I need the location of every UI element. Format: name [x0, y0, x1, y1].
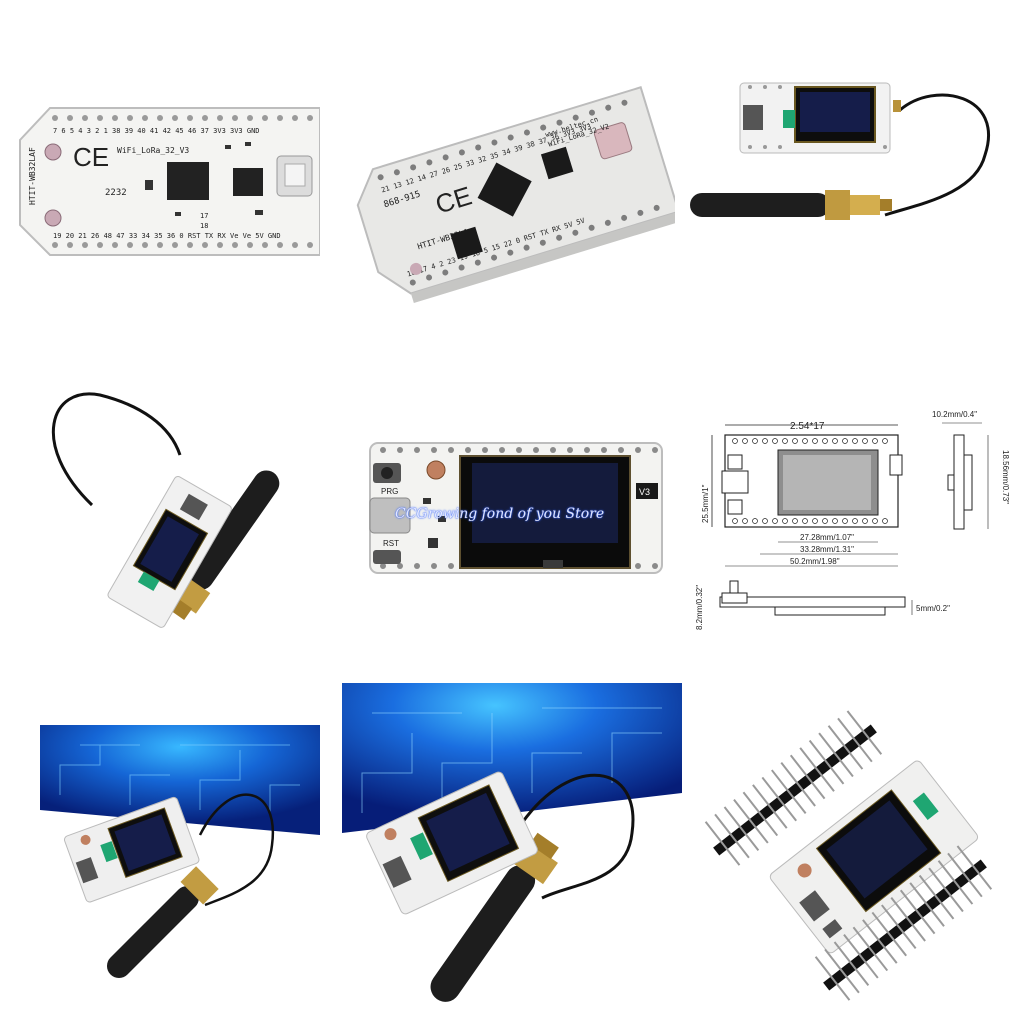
side-pin-17: 17	[200, 212, 208, 220]
side-gap-label: 8.2mm/0.32"	[695, 585, 704, 630]
prg-label: PRG	[381, 487, 398, 496]
product-label: WiFi_LoRa_32_V3	[117, 146, 189, 155]
screen-width-label: 27.28mm/1.07"	[800, 533, 854, 542]
rst-label: RST	[383, 539, 399, 548]
photo-blue-background-1	[40, 725, 320, 985]
ce-mark: CE	[73, 142, 109, 172]
code-label: 2232	[105, 188, 127, 198]
pcb-gap-label: 5mm/0.2"	[916, 604, 950, 613]
store-watermark: CCGrowing fond of you Store	[395, 506, 605, 522]
pitch-label: 2.54*17	[790, 421, 825, 432]
side-height-label: 18.56mm/0.73"	[1001, 450, 1010, 504]
top-pin-labels: 7 6 5 4 3 2 1 38 39 40 41 42 45 46 37 3V…	[53, 127, 260, 135]
height-label: 25.5mm/1"	[701, 484, 710, 523]
photo-board-front: PRG RST V3	[368, 438, 666, 578]
photo-board-antenna-angled	[30, 385, 330, 645]
dimension-drawing: 2.54*17 25.5mm/1" 27.28mm/1.07" 33.28mm/…	[690, 405, 1020, 630]
thickness-label: 10.2mm/0.4"	[932, 410, 977, 419]
board-name-label: HTIT-WB32LAF	[28, 147, 37, 205]
photo-board-angled: 21 13 12 14 27 26 25 33 32 35 34 39 38 3…	[345, 70, 675, 310]
length-label: 50.2mm/1.98"	[790, 557, 840, 566]
photo-board-antenna	[685, 75, 1015, 245]
side-pin-18: 18	[200, 222, 208, 230]
photo-blue-background-2	[342, 683, 682, 1013]
screen-offset-label: 33.28mm/1.31"	[800, 545, 854, 554]
bottom-pin-labels: 19 20 21 26 48 47 33 34 35 36 0 RST TX R…	[53, 232, 281, 240]
photo-board-with-headers	[700, 700, 1010, 1010]
usb-c-port	[369, 497, 411, 534]
photo-board-back: 7 6 5 4 3 2 1 38 39 40 41 42 45 46 37 3V…	[15, 100, 320, 260]
version-label: V3	[639, 487, 650, 497]
